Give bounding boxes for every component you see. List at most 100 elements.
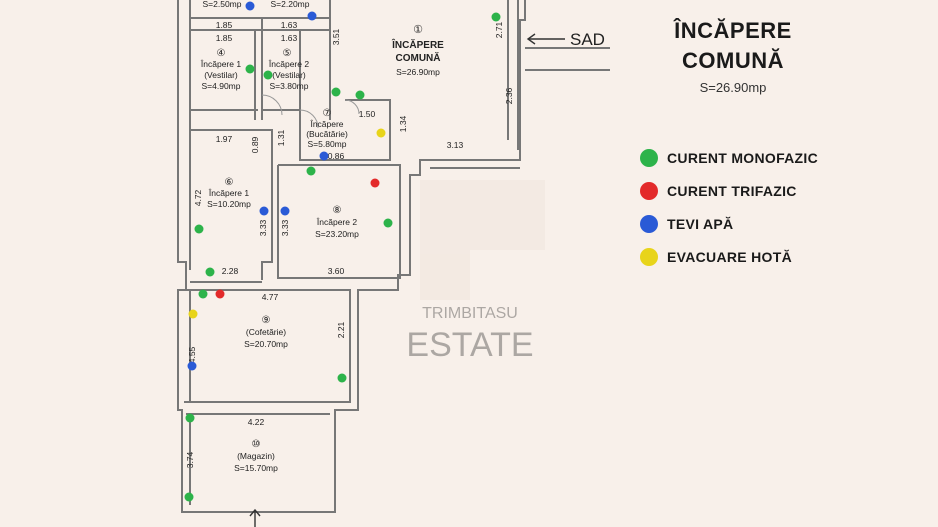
green-dot-icon: [640, 148, 658, 167]
watermark-line2: ESTATE: [406, 326, 533, 364]
room-7-number: ⑦: [323, 108, 332, 119]
monofazic-marker: [198, 289, 208, 299]
dim-3.60: 3.60: [328, 266, 345, 276]
room-5-number: ⑤: [283, 48, 292, 59]
dim-1.85: 1.85: [216, 33, 233, 43]
legend-label: TEVI APĂ: [667, 215, 734, 232]
room-7-area: S=5.80mp: [308, 139, 347, 149]
room-1-name2: COMUNĂ: [396, 51, 441, 64]
dim-3.33-a: 3.33: [258, 219, 268, 236]
room-title-line1: ÎNCĂPERE: [674, 18, 792, 43]
legend: CURENT MONOFAZIC CURENT TRIFAZIC TEVI AP…: [640, 141, 818, 273]
hota-marker: [188, 309, 198, 319]
dim-1.50: 1.50: [359, 109, 376, 119]
dim-1.31: 1.31: [276, 129, 286, 146]
room-labels: S=2.50mp S=2.20mp ① ÎNCĂPERE COMUNĂ S=26…: [200, 0, 444, 473]
entrance-arrow: [249, 508, 261, 527]
room-10-number: ⑩: [252, 439, 261, 450]
hota-marker: [376, 128, 386, 138]
door-swings: [261, 94, 360, 129]
top-mid-area: S=2.20mp: [271, 0, 310, 9]
monofazic-marker: [306, 166, 316, 176]
dim-3.74: 3.74: [185, 451, 195, 468]
sad-arrow: SAD: [526, 30, 605, 49]
top-left-area: S=2.50mp: [203, 0, 242, 9]
trifazic-marker: [215, 289, 225, 299]
water-marker: [280, 206, 290, 216]
dim-4.77: 4.77: [262, 292, 279, 302]
dim-4.55: 4.55: [187, 346, 197, 363]
sad-label: SAD: [570, 30, 605, 49]
room-7-name: Încăpere: [309, 119, 343, 129]
red-dot-icon: [640, 181, 658, 200]
walls: [177, 0, 610, 513]
room-4-name2: (Vestilar): [204, 70, 238, 80]
dim-4.22: 4.22: [248, 417, 265, 427]
room-1-number: ①: [413, 24, 423, 36]
room-10-area: S=15.70mp: [234, 463, 278, 473]
blue-dot-icon: [640, 214, 658, 233]
room-title-line2: COMUNĂ: [682, 48, 784, 73]
dim-2.71: 2.71: [494, 21, 504, 38]
watermark-line1: TRIMBITASU: [422, 305, 518, 322]
room-8-name: Încăpere 2: [316, 217, 357, 227]
room-9-name: (Cofetărie): [246, 327, 286, 337]
trifazic-marker: [370, 178, 380, 188]
room-1-name: ÎNCĂPERE: [391, 38, 444, 51]
room-8-area: S=23.20mp: [315, 229, 359, 239]
monofazic-marker: [205, 267, 215, 277]
room-10-name: (Magazin): [237, 451, 275, 461]
utility-markers: [184, 1, 501, 502]
legend-item-apa: TEVI APĂ: [640, 207, 818, 240]
dimension-labels: 1.85 1.63 1.85 1.63 3.51 2.71 2.36 1.50 …: [185, 20, 514, 468]
monofazic-marker: [331, 87, 341, 97]
watermark: TRIMBITASU ESTATE: [406, 180, 545, 364]
monofazic-marker: [245, 64, 255, 74]
room-area: S=26.90mp: [699, 80, 767, 95]
room-title: ÎNCĂPERE COMUNĂ: [640, 16, 826, 76]
monofazic-marker: [263, 70, 273, 80]
dim-4.72: 4.72: [193, 189, 203, 206]
dim-2.36: 2.36: [504, 87, 514, 104]
dim-1.63: 1.63: [281, 33, 298, 43]
room-9-area: S=20.70mp: [244, 339, 288, 349]
monofazic-marker: [185, 413, 195, 423]
yellow-dot-icon: [640, 247, 658, 266]
room-4-name: Încăpere 1: [200, 59, 241, 69]
monofazic-marker: [383, 218, 393, 228]
legend-item-hota: EVACUARE HOTĂ: [640, 240, 818, 273]
monofazic-marker: [194, 224, 204, 234]
water-marker: [307, 11, 317, 21]
legend-label: CURENT TRIFAZIC: [667, 182, 797, 199]
room-5-name2: (Vestilar): [272, 70, 306, 80]
dim-1.85-top: 1.85: [216, 20, 233, 30]
dim-1.97: 1.97: [216, 134, 233, 144]
room-6-area: S=10.20mp: [207, 199, 251, 209]
monofazic-marker: [491, 12, 501, 22]
room-1-area: S=26.90mp: [396, 67, 440, 77]
legend-item-monofazic: CURENT MONOFAZIC: [640, 141, 818, 174]
room-8-number: ⑧: [333, 205, 342, 216]
monofazic-marker: [337, 373, 347, 383]
room-6-name: Încăpere 1: [208, 188, 249, 198]
dim-3.33-b: 3.33: [280, 219, 290, 236]
room-4-number: ④: [217, 48, 226, 59]
water-marker: [259, 206, 269, 216]
dim-1.63-top: 1.63: [281, 20, 298, 30]
room-5-area: S=3.80mp: [270, 81, 309, 91]
legend-item-trifazic: CURENT TRIFAZIC: [640, 174, 818, 207]
room-7-name2: (Bucătărie): [306, 129, 348, 139]
legend-label: EVACUARE HOTĂ: [667, 248, 792, 265]
water-marker: [319, 151, 329, 161]
dim-0.86: 0.86: [328, 151, 345, 161]
dim-1.34: 1.34: [398, 115, 408, 132]
dim-2.28: 2.28: [222, 266, 239, 276]
dim-3.51: 3.51: [331, 28, 341, 45]
room-4-area: S=4.90mp: [202, 81, 241, 91]
water-marker: [187, 361, 197, 371]
monofazic-marker: [184, 492, 194, 502]
room-6-number: ⑥: [225, 177, 234, 188]
water-marker: [245, 1, 255, 11]
monofazic-marker: [355, 90, 365, 100]
